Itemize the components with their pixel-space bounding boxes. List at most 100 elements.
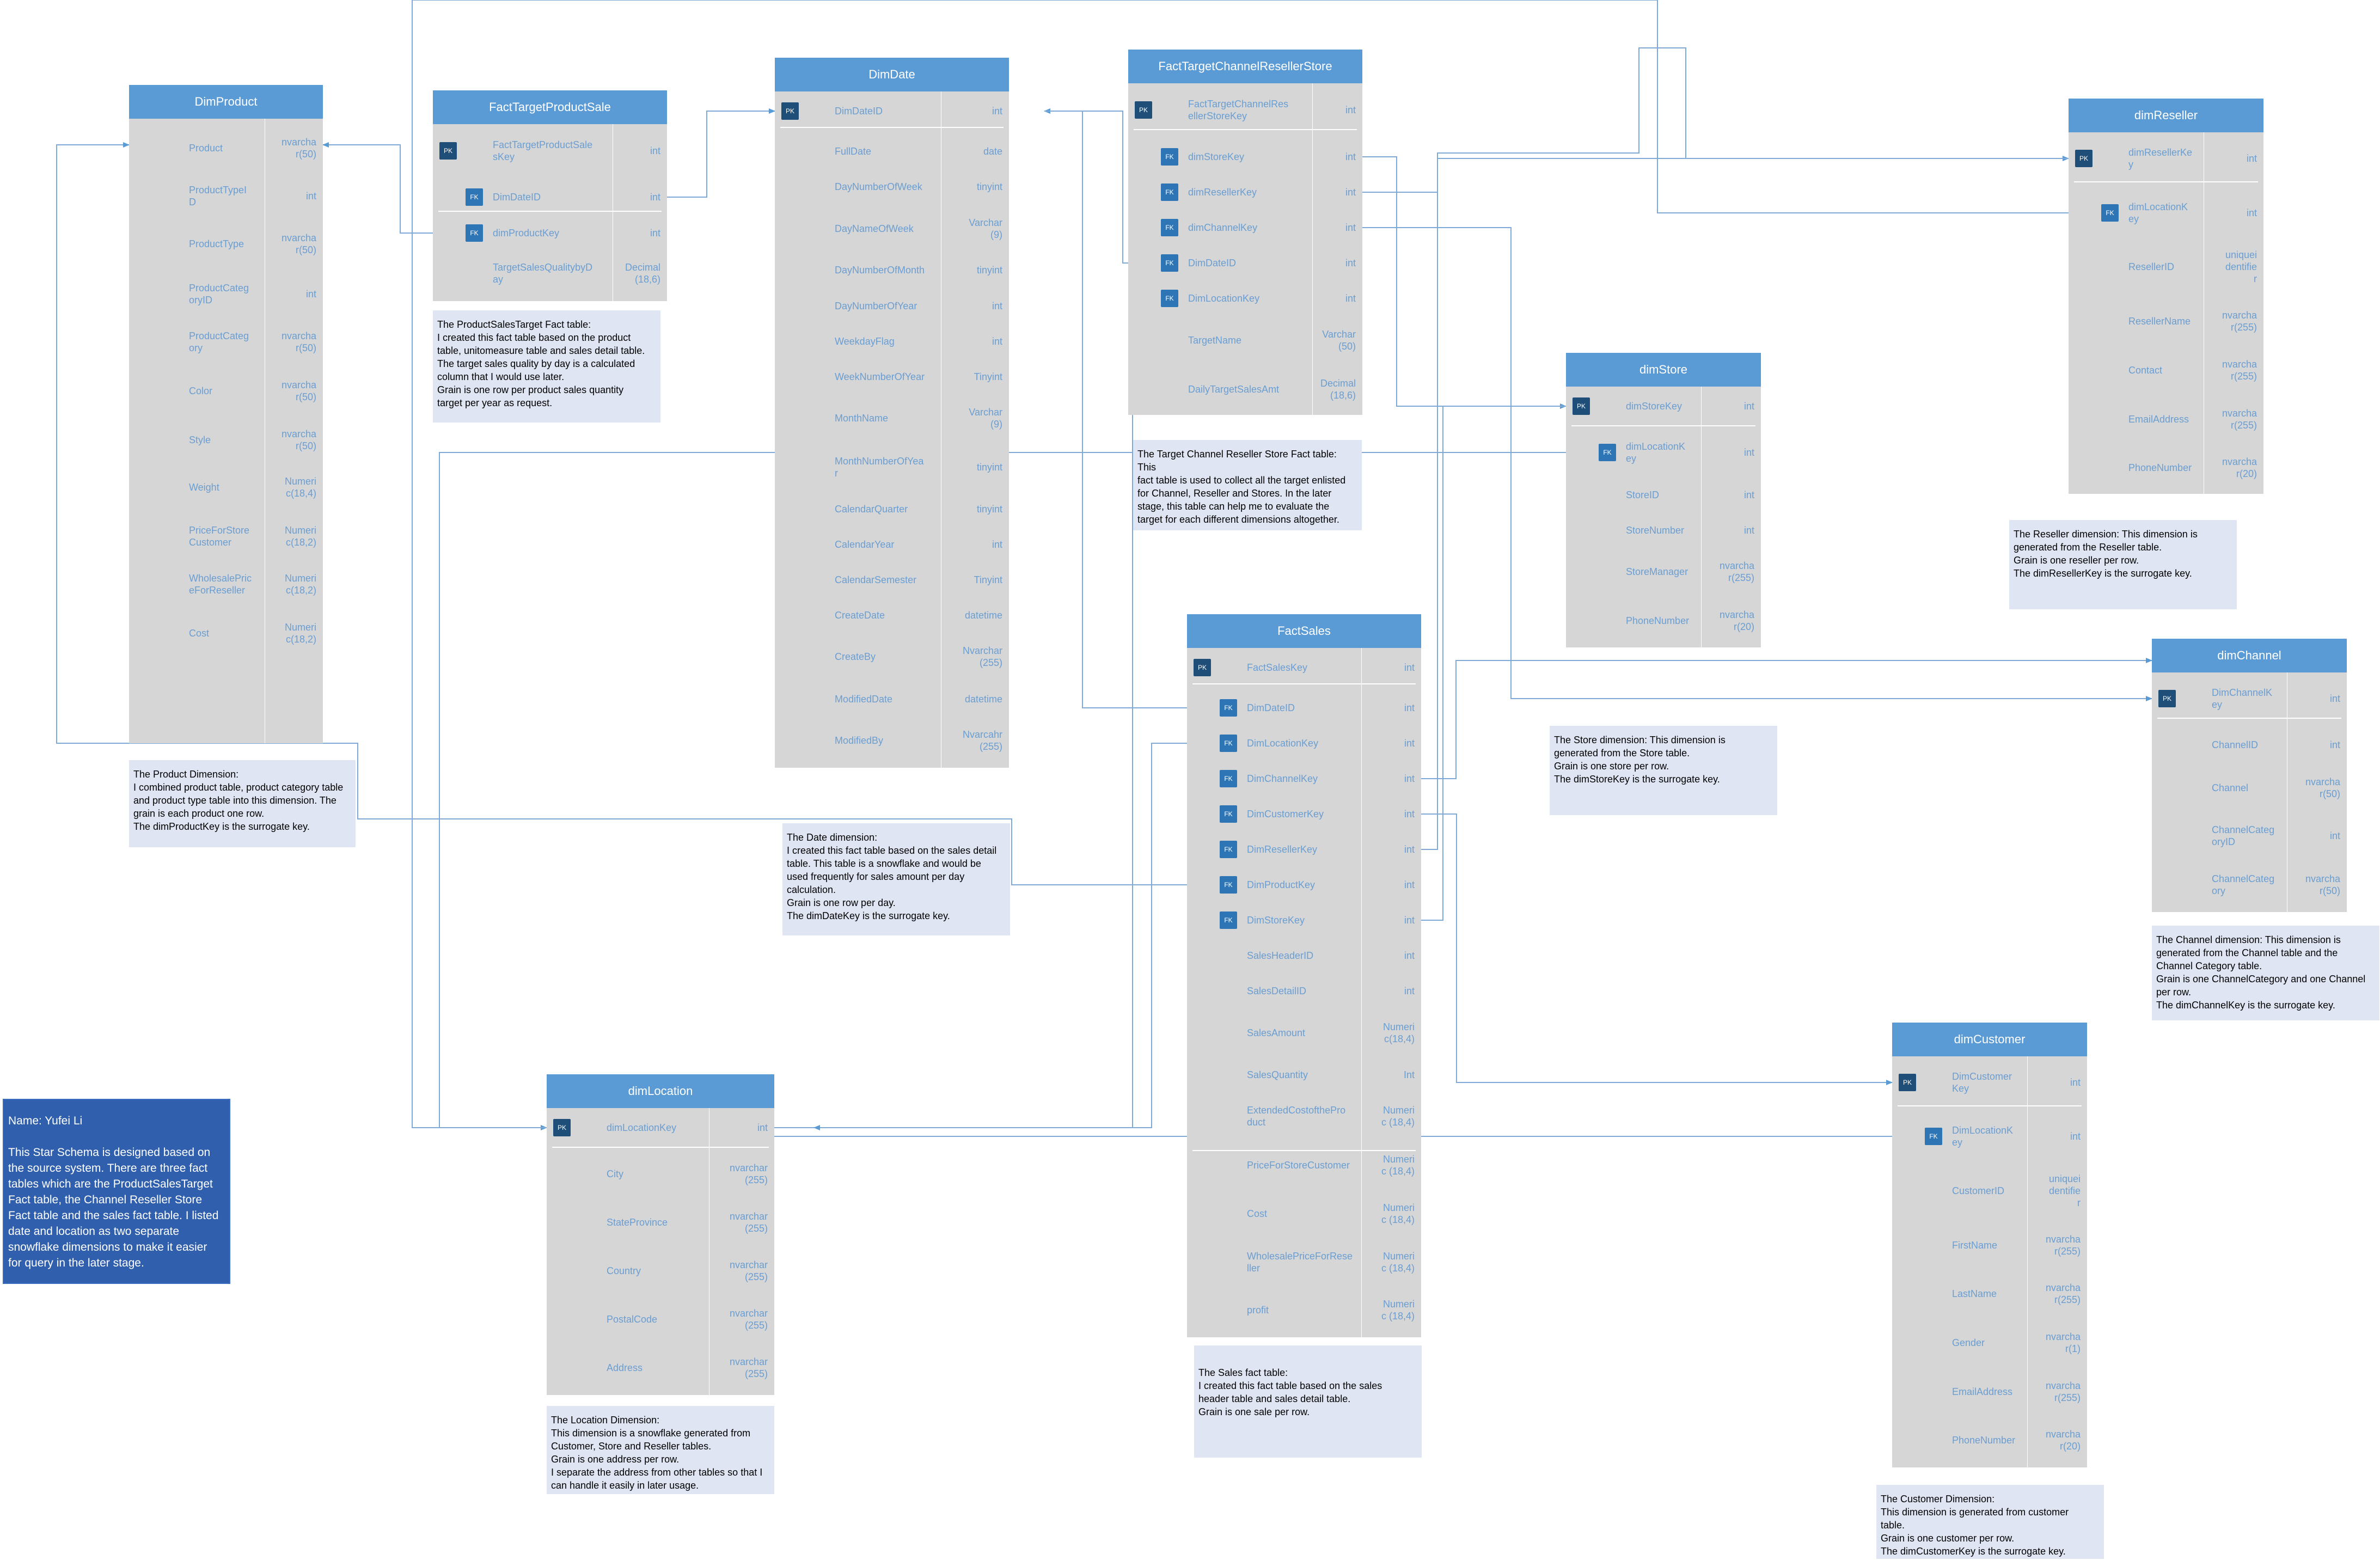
field-row[interactable]: ProductIDint	[129, 119, 323, 123]
table-dimproduct[interactable]: DimProductPKDimProductKe yintProductIDin…	[129, 85, 323, 743]
